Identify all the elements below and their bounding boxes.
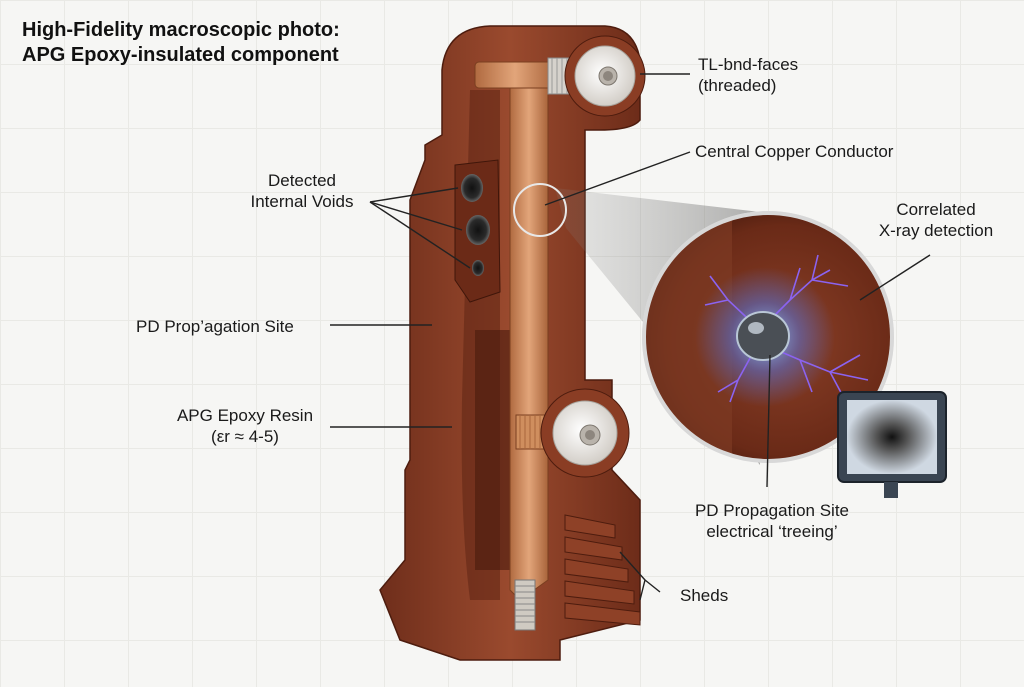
sheds	[564, 514, 641, 626]
label-epoxy-line2: (εr ≈ 4-5)	[211, 427, 279, 446]
threaded-insert-top	[564, 35, 646, 117]
label-pd-site-right: PD Propagation Site electrical ‘treeing’	[672, 500, 872, 542]
xray-monitor-icon	[837, 391, 947, 498]
page-title: High-Fidelity macroscopic photo: APG Epo…	[22, 18, 340, 68]
label-central-conductor: Central Copper Conductor	[695, 142, 894, 161]
internal-voids	[461, 174, 490, 276]
threaded-rod-base	[514, 579, 536, 631]
label-epoxy-resin: APG Epoxy Resin (εr ≈ 4-5)	[150, 405, 340, 447]
magnifier-source-circle	[513, 183, 567, 237]
leader-lines	[330, 73, 931, 601]
title-line-1: High-Fidelity macroscopic photo:	[22, 19, 340, 41]
label-epoxy-line1: APG Epoxy Resin	[176, 406, 314, 425]
label-xray-line2: X-ray detection	[878, 221, 994, 240]
copper-conductor	[509, 84, 549, 601]
label-internal-voids-line2: Internal Voids	[250, 192, 354, 211]
label-threaded-faces-line1: TL-bnd-faces	[698, 55, 799, 74]
inner-channel	[475, 330, 511, 570]
electrical-treeing	[704, 254, 869, 403]
label-xray-detection: Correlated X-ray detection	[866, 199, 1006, 241]
title-line-2: APG Epoxy-insulated component	[22, 44, 339, 66]
label-threaded-faces-line2: (threaded)	[698, 76, 777, 95]
label-sheds: Sheds	[680, 586, 729, 605]
copper-top-arm	[474, 61, 556, 89]
label-pd-right-line2: electrical ‘treeing’	[706, 522, 838, 541]
label-internal-voids-line1: Detected	[267, 171, 337, 190]
threaded-insert-bottom	[540, 388, 630, 478]
label-pd-right-line1: PD Propagation Site	[694, 501, 850, 520]
label-internal-voids: Detected Internal Voids	[232, 170, 372, 212]
label-xray-line1: Correlated	[896, 200, 976, 219]
label-pd-site-left: PD Prop’agation Site	[136, 317, 294, 336]
label-threaded-faces: TL-bnd-faces (threaded)	[698, 54, 798, 96]
